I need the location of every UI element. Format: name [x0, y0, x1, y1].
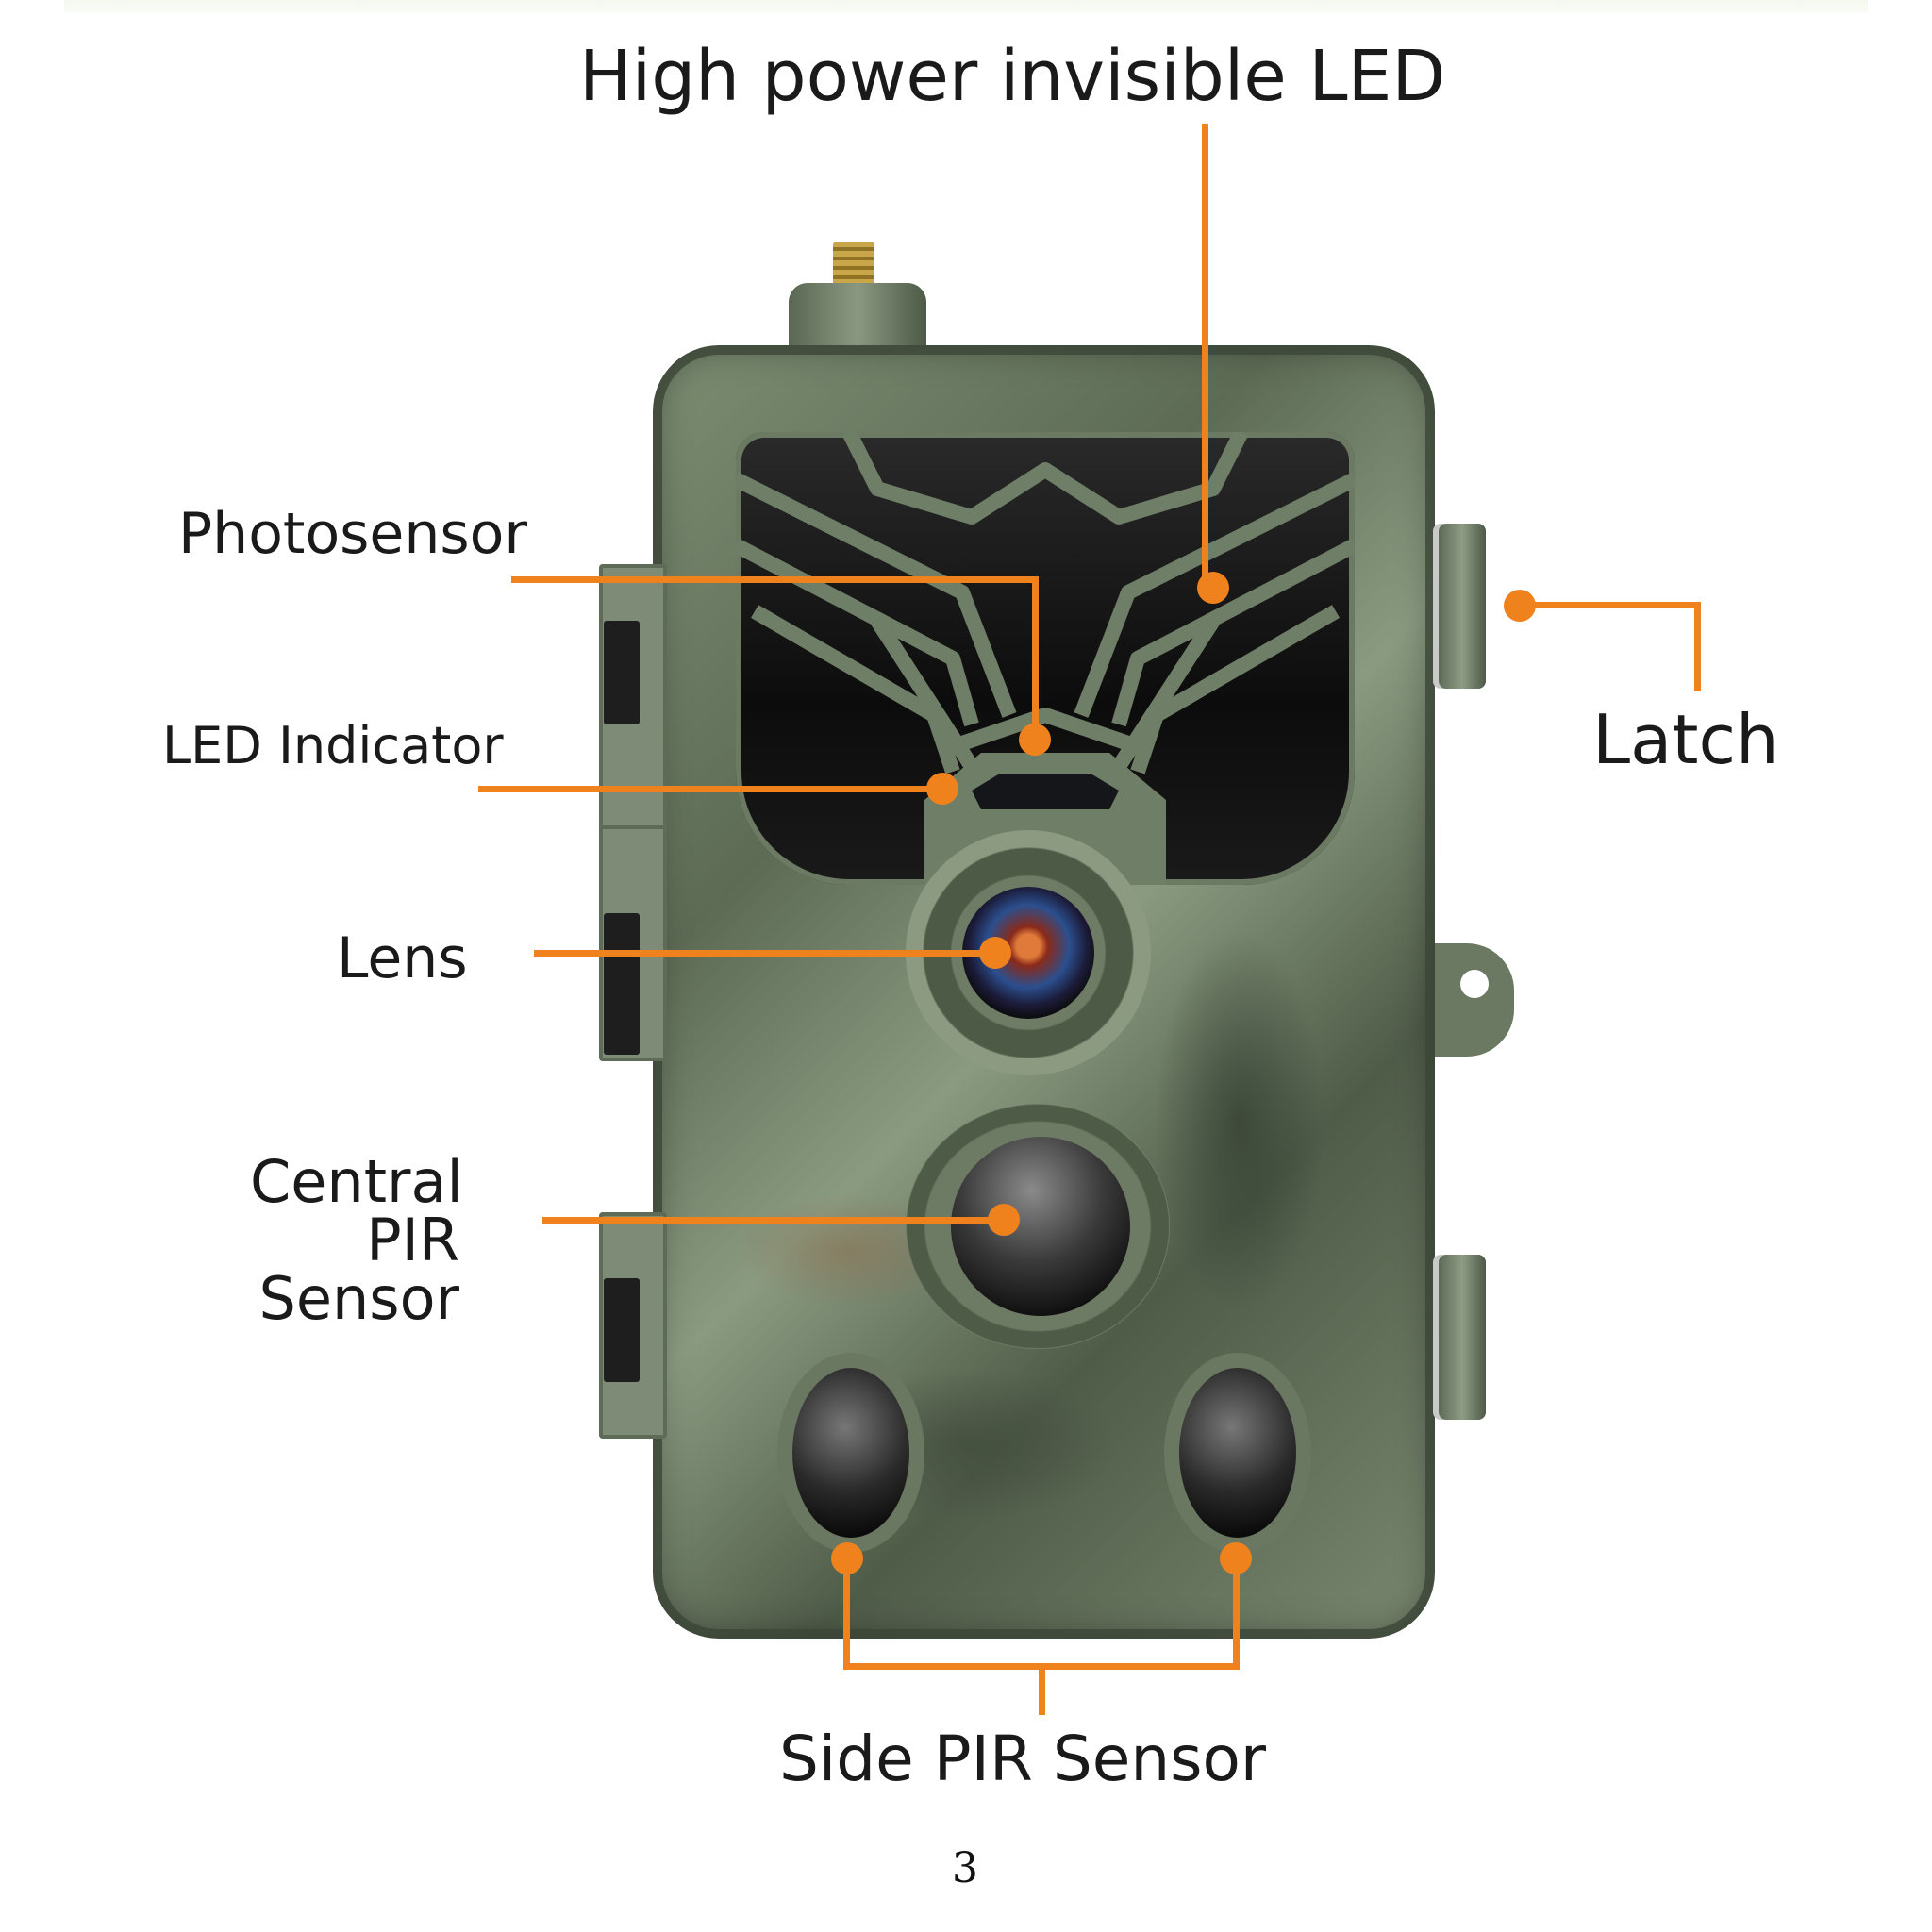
callout-line-side-pir-right — [1233, 1558, 1240, 1669]
label-central-pir-line3: Sensor — [258, 1264, 459, 1333]
callout-dot-led-indicator — [926, 773, 958, 805]
label-lens: Lens — [337, 925, 468, 991]
label-side-pir: Side PIR Sensor — [779, 1723, 1267, 1795]
callout-dot-led — [1197, 572, 1229, 604]
mounting-ear — [1429, 943, 1514, 1057]
callout-line-central-pir — [542, 1217, 1004, 1224]
mounting-hole — [1460, 970, 1489, 998]
side-pir-right-icon — [1179, 1368, 1296, 1538]
label-led-indicator: LED Indicator — [162, 716, 504, 775]
callout-line-photosensor-v — [1032, 576, 1039, 740]
top-decorative-band — [64, 0, 1868, 13]
hinge-pin-middle — [604, 913, 640, 1055]
page-number: 3 — [952, 1844, 978, 1892]
latch-top — [1439, 524, 1486, 689]
callout-line-led — [1202, 124, 1208, 588]
callout-line-latch-v — [1694, 602, 1701, 691]
led-grille — [736, 432, 1355, 885]
label-photosensor: Photosensor — [178, 501, 527, 567]
callout-dot-photosensor — [1019, 724, 1051, 756]
callout-line-led-indicator — [478, 786, 942, 792]
label-central-pir: Central PIR Sensor — [250, 1147, 463, 1333]
central-pir-sensor-icon — [951, 1137, 1130, 1316]
callout-line-photosensor-h — [511, 576, 1038, 583]
callout-line-latch-h — [1520, 602, 1701, 608]
callout-dot-lens — [979, 937, 1011, 969]
callout-line-side-pir-left — [843, 1558, 850, 1669]
label-central-pir-line2: PIR — [366, 1206, 459, 1274]
callout-line-side-pir-stem — [1039, 1663, 1045, 1715]
hinge-pin-top — [604, 621, 640, 724]
hinge-pin-bottom — [604, 1278, 640, 1382]
callout-dot-central-pir — [988, 1204, 1020, 1236]
label-latch: Latch — [1592, 700, 1779, 779]
callout-line-lens — [534, 950, 995, 957]
latch-bottom — [1439, 1255, 1486, 1420]
label-high-power-led: High power invisible LED — [579, 36, 1446, 117]
side-pir-left-icon — [792, 1368, 909, 1538]
label-central-pir-line1: Central — [250, 1147, 463, 1216]
